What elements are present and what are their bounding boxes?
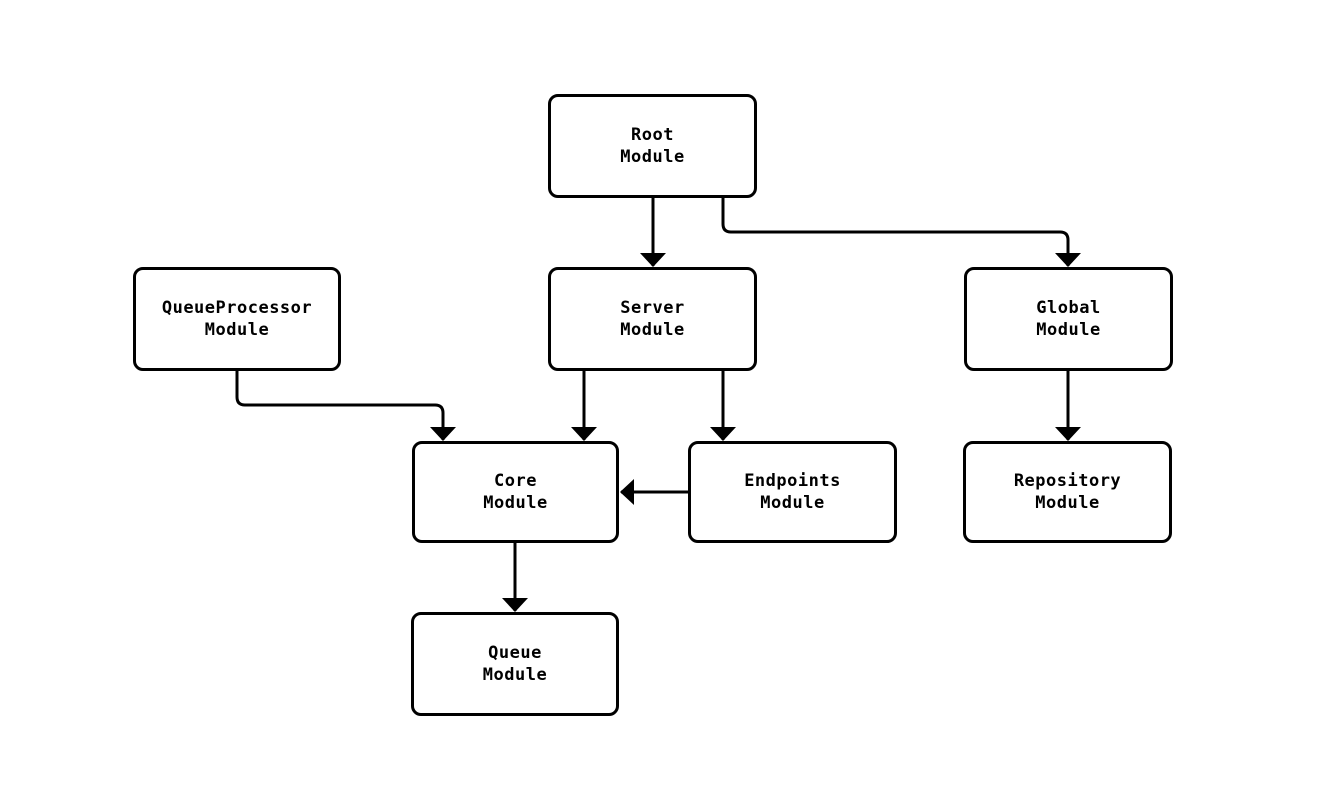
node-label-queue: Queue Module — [482, 643, 548, 685]
node-queueprocessor: QueueProcessor Module — [133, 267, 341, 371]
node-label-server: Server Module — [620, 298, 685, 340]
edge-queueprocessor-core — [235, 371, 456, 441]
node-label-repository: Repository Module — [1013, 471, 1122, 513]
node-queue: Queue Module — [411, 612, 619, 716]
node-global: Global Module — [964, 267, 1173, 371]
node-label-queueprocessor: QueueProcessor Module — [161, 298, 313, 340]
node-repository: Repository Module — [963, 441, 1172, 543]
node-label-core: Core Module — [483, 471, 548, 513]
node-root: Root Module — [548, 94, 757, 198]
node-label-global: Global Module — [1036, 298, 1101, 340]
edge-root-global — [721, 198, 1081, 267]
node-server: Server Module — [548, 267, 757, 371]
node-label-root: Root Module — [620, 125, 685, 167]
node-core: Core Module — [412, 441, 619, 543]
node-label-endpoints: Endpoints Module — [744, 471, 841, 513]
node-endpoints: Endpoints Module — [688, 441, 897, 543]
